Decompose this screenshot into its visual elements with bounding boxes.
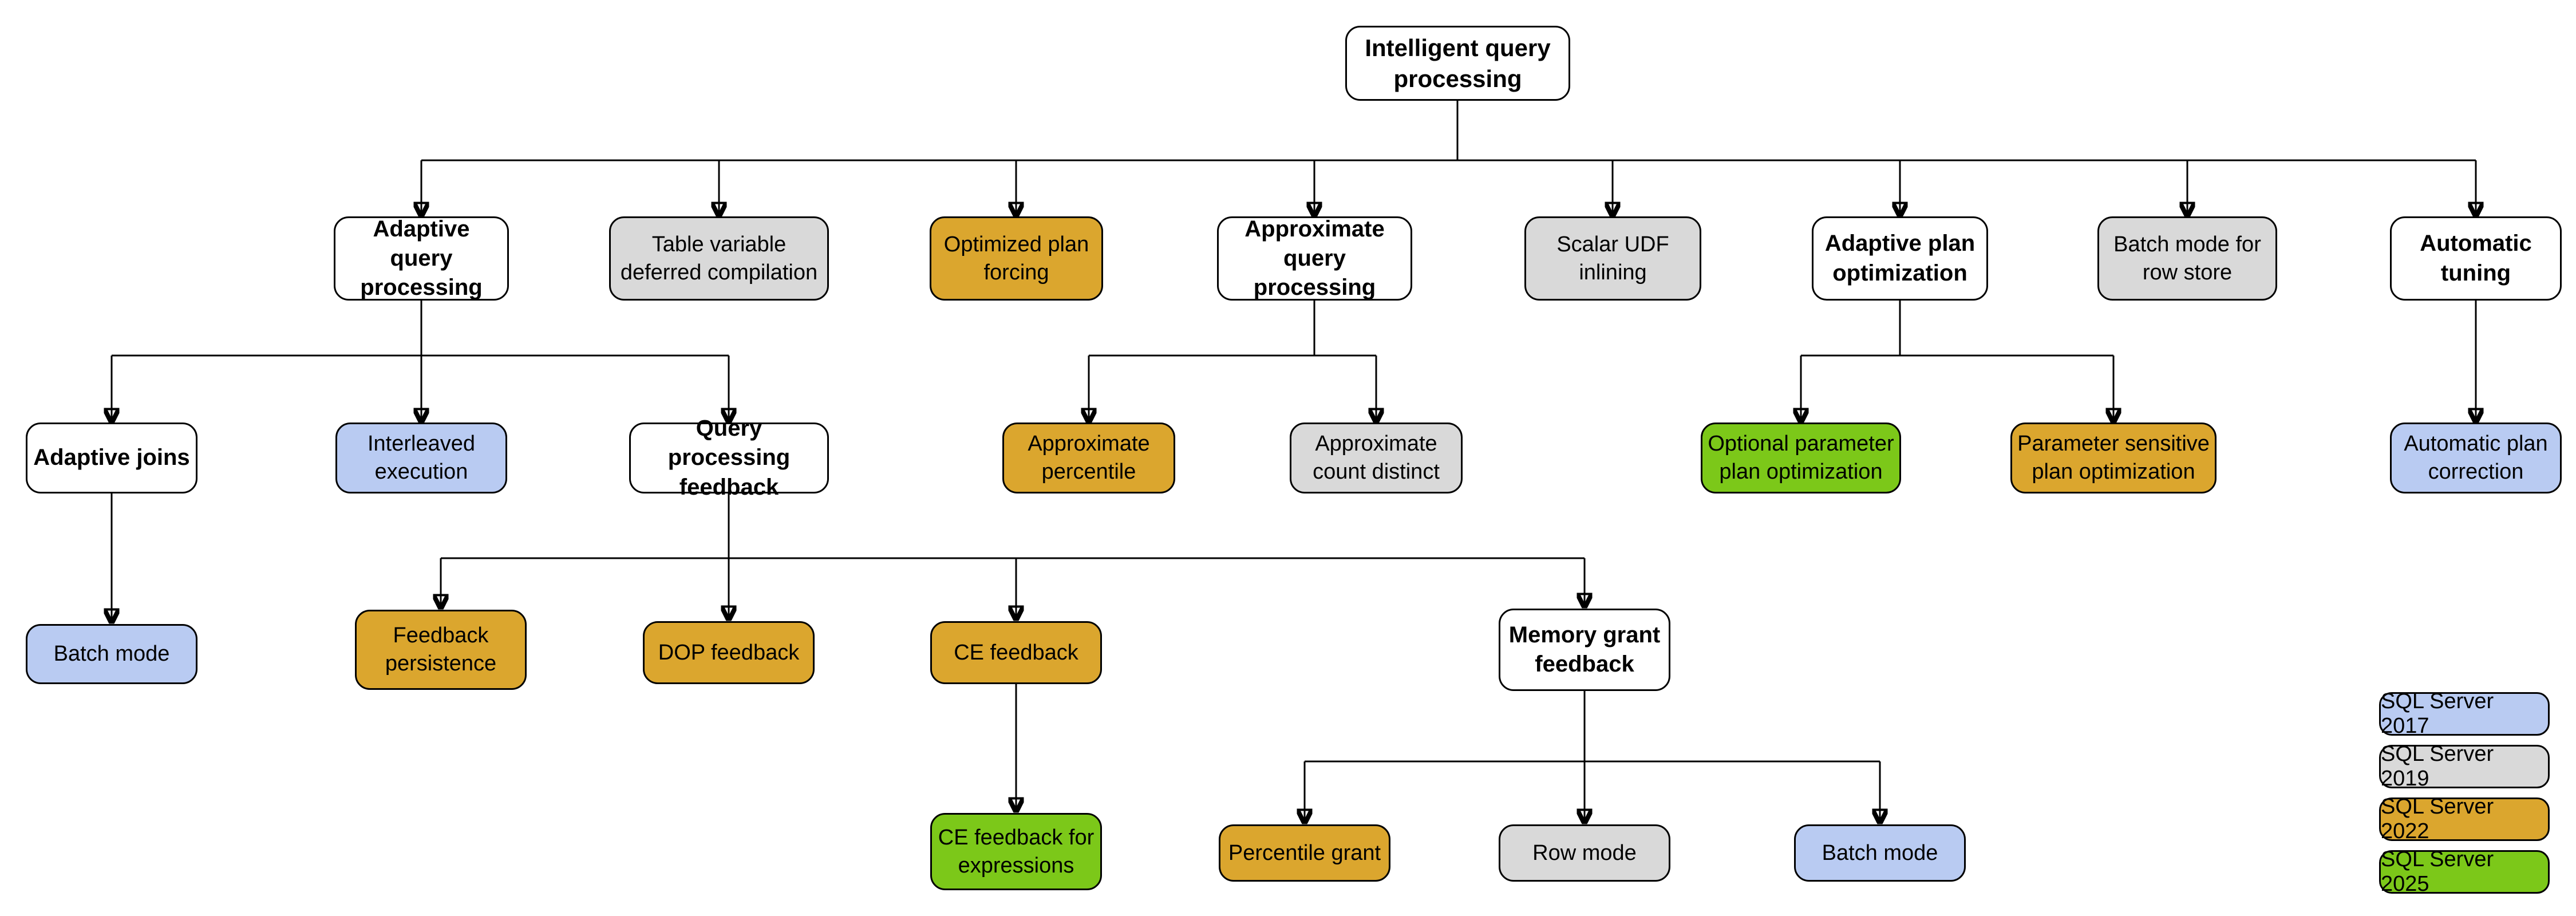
node-batch-mode-for-row-store: Batch mode for row store <box>2097 216 2277 301</box>
node-parameter-sensitive-plan-optimization: Parameter sensitive plan optimization <box>2010 423 2217 493</box>
node-automatic-tuning: Automatic tuning <box>2390 216 2562 301</box>
node-query-processing-feedback: Query processing feedback <box>629 416 829 500</box>
node-intelligent-query-processing: Intelligent query processing <box>1345 26 1570 101</box>
node-batch-mode-under-memory-grant: Batch mode <box>1794 824 1966 882</box>
node-approximate-count-distinct: Approximate count distinct <box>1290 423 1463 493</box>
node-optimized-plan-forcing: Optimized plan forcing <box>930 216 1103 301</box>
legend-sql-server-2025: SQL Server 2025 <box>2379 847 2550 896</box>
node-adaptive-plan-optimization: Adaptive plan optimization <box>1812 216 1988 301</box>
legend-sql-server-2019: SQL Server 2019 <box>2379 742 2550 791</box>
node-percentile-grant: Percentile grant <box>1219 824 1390 882</box>
node-approximate-query-processing: Approximate query processing <box>1217 216 1412 301</box>
node-optional-parameter-plan-optimization: Optional parameter plan optimization <box>1701 423 1901 493</box>
node-interleaved-execution: Interleaved execution <box>335 423 507 493</box>
node-row-mode: Row mode <box>1499 824 1670 882</box>
node-feedback-persistence: Feedback persistence <box>355 610 527 690</box>
node-approximate-percentile: Approximate percentile <box>1002 423 1175 493</box>
node-table-variable-deferred-compilation: Table variable deferred compilation <box>609 216 829 301</box>
node-ce-feedback: CE feedback <box>930 621 1102 684</box>
node-dop-feedback: DOP feedback <box>643 621 815 684</box>
node-memory-grant-feedback: Memory grant feedback <box>1499 609 1670 691</box>
node-ce-feedback-for-expressions: CE feedback for expressions <box>930 813 1102 890</box>
legend-sql-server-2017: SQL Server 2017 <box>2379 689 2550 738</box>
node-automatic-plan-correction: Automatic plan correction <box>2390 423 2562 493</box>
node-batch-mode-under-adaptive-joins: Batch mode <box>26 624 197 684</box>
node-adaptive-query-processing: Adaptive query processing <box>334 216 509 301</box>
node-scalar-udf-inlining: Scalar UDF inlining <box>1524 216 1701 301</box>
node-adaptive-joins: Adaptive joins <box>26 423 197 493</box>
legend-sql-server-2022: SQL Server 2022 <box>2379 795 2550 843</box>
